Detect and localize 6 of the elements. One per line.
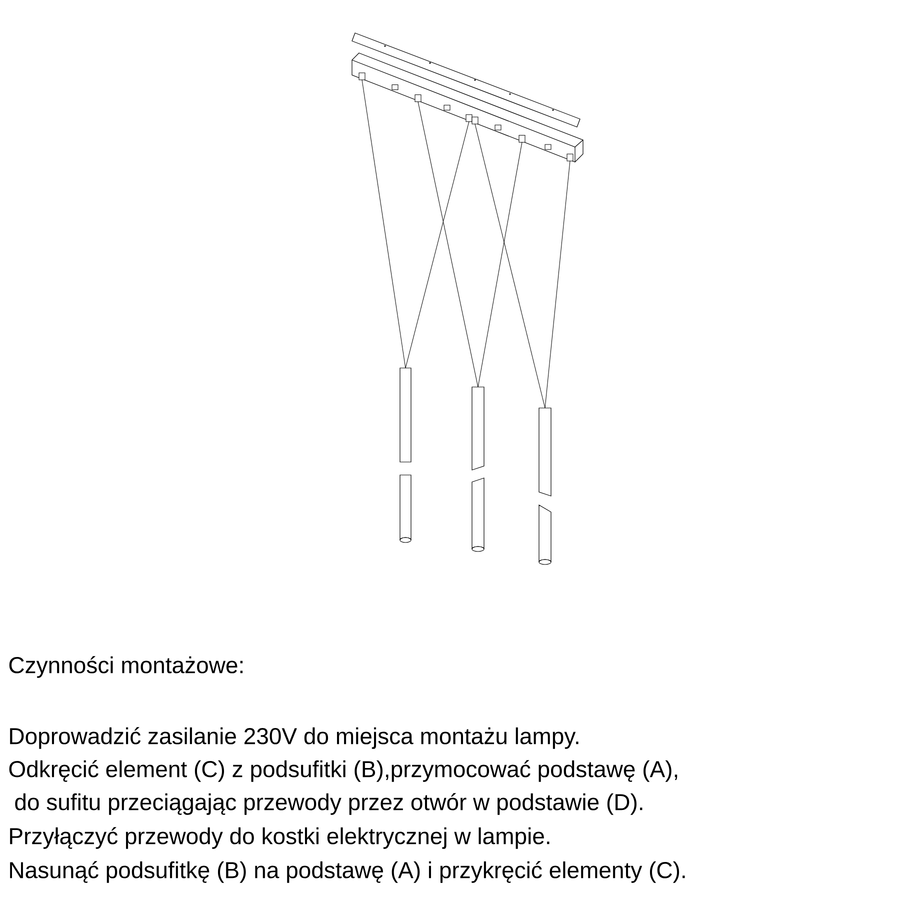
instruction-text: Nasunąć podsufitkę (B) na podstawę (A) i przykręcić elementy (C). xyxy=(10,861,685,883)
heading: Czynności montażowe: xyxy=(9,656,243,678)
instruction-text: Odkręcić element (C) z podsufitki (B),przymocować podstawę (A), xyxy=(9,760,678,782)
instruction-text: do sufitu przeciągając przewody przez otwór w podstawie (D). xyxy=(15,793,642,815)
instruction-text: Przyłączyć przewody do kostki elektrycznej w lampie. xyxy=(10,827,550,849)
instruction-text: Doprowadzić zasilanie 230V do miejsca montażu lampy. xyxy=(10,727,578,749)
